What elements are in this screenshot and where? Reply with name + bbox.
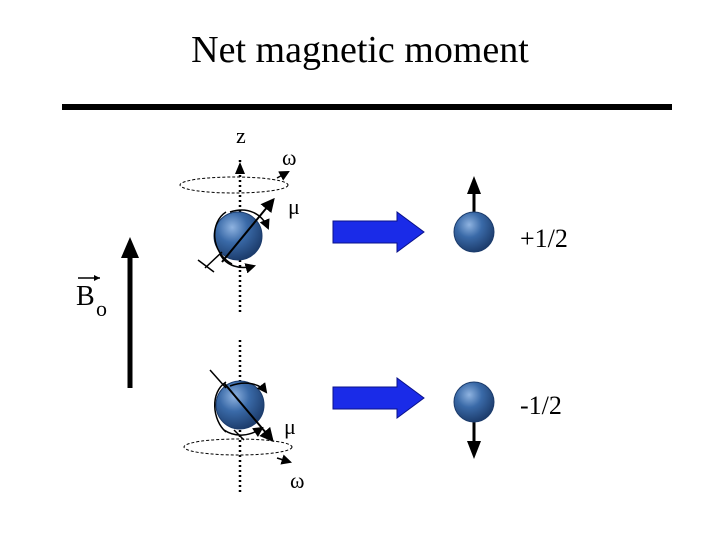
omega-label-bottom: ω	[290, 468, 304, 493]
spin-up-label: +1/2	[520, 224, 568, 253]
z-axis-arrowhead	[235, 162, 245, 174]
spin-down-precession	[183, 340, 293, 495]
spin-down-state	[453, 381, 495, 459]
omega-label-top: ω	[282, 145, 296, 170]
spin-up-precession	[179, 160, 290, 312]
precession-ellipse-bottom	[183, 438, 293, 456]
spin-arc-top-lower	[219, 253, 257, 274]
spin-tick-bottom	[209, 369, 227, 389]
spin-down-arrowhead	[467, 441, 481, 459]
transition-arrow-top	[332, 211, 425, 253]
z-axis-label: z	[236, 123, 246, 148]
mu-label-bottom: μ	[284, 414, 296, 439]
b0-field-arrow	[121, 237, 139, 388]
transition-arrow-bottom	[332, 377, 425, 419]
magnetic-moment-arrow-top	[221, 197, 275, 263]
b-vector-bar-head	[94, 275, 100, 281]
spin-down-label: -1/2	[520, 391, 562, 420]
b-field-subscript: o	[96, 296, 107, 321]
spin-up-arrowhead	[467, 176, 481, 194]
spin-arc-bottom-right	[229, 382, 268, 394]
spin-tick-top	[204, 251, 223, 269]
precession-ellipse-top	[179, 176, 289, 194]
spin-arc-top-right	[229, 209, 270, 230]
b0-arrowhead	[121, 237, 139, 258]
spin-up-sphere	[453, 211, 495, 253]
b-field-label: B	[76, 281, 95, 312]
mu-label-top: μ	[288, 194, 300, 219]
spin-tick-bottom-b	[233, 429, 245, 441]
spin-arc-top-left	[213, 211, 233, 265]
magnetic-moment-arrow-bottom	[223, 382, 274, 443]
slide-title: Net magnetic moment	[191, 29, 529, 71]
omega-arrow-bottom	[276, 454, 293, 465]
spin-arc-bottom-lower	[223, 426, 264, 438]
spin-down-sphere	[453, 381, 495, 423]
spin-up-state	[453, 176, 495, 253]
spin-arc-bottom-left	[214, 381, 227, 433]
omega-arrow-top	[276, 170, 290, 181]
spin-tick-top-b	[197, 259, 215, 273]
